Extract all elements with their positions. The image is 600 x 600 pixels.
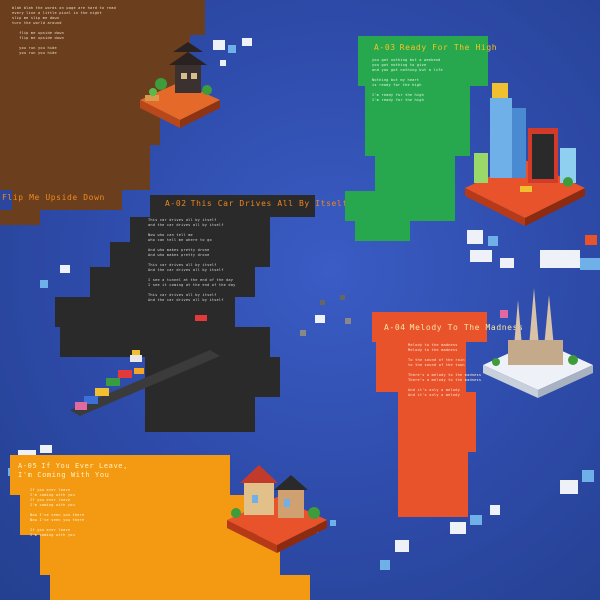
track-title-a01: Flip Me Upside Down — [2, 193, 105, 202]
lyric-line: Now who can tell me — [148, 233, 193, 237]
lyric-line: every line a little pixel in the night — [12, 11, 102, 15]
pixel-decor — [228, 45, 236, 53]
pixel-decor — [220, 60, 226, 66]
pixel-decor — [315, 315, 325, 323]
pixel-decor — [320, 300, 325, 305]
pixel-decor — [60, 265, 70, 273]
pixel-decor — [300, 330, 306, 336]
pixel-decor — [340, 295, 345, 300]
lyric-line: And it's only a melody — [408, 388, 460, 392]
pixel-decor — [467, 230, 483, 244]
lyric-line: And it's only a melody — [408, 393, 460, 397]
pixel-decor — [540, 250, 580, 268]
pixel-decor — [395, 540, 409, 552]
skyscraper-island-icon — [465, 83, 585, 226]
lyric-line: Now I've seen you there — [30, 513, 85, 517]
lyric-line: This car drives all by itself — [148, 263, 217, 267]
lyric-line: flip me upside down — [12, 36, 64, 40]
lyric-line: And who makes pretty drone — [148, 248, 210, 252]
cathedral-island-icon — [483, 288, 593, 398]
pixel-decor — [580, 258, 600, 270]
lyrics-a01: blah blah the words on page are hard to … — [12, 6, 116, 56]
pixel-decor — [345, 318, 351, 324]
pixel-decor — [213, 40, 225, 50]
lyric-line: There's a melody to the madness — [408, 373, 482, 377]
pixel-decor — [40, 445, 52, 453]
lyric-line: This car drives all by itself — [148, 293, 217, 297]
lyric-line: who can tell me where to go — [148, 238, 212, 242]
lyric-line: I'm coming with you — [30, 503, 75, 507]
pixel-decor — [560, 480, 578, 494]
village-island-icon — [227, 465, 327, 553]
pixel-decor — [40, 280, 48, 288]
lyric-line: This car drives all by itself — [148, 218, 217, 222]
lyric-line: There's a melody to the madness — [408, 378, 482, 382]
pixel-decor — [330, 520, 336, 526]
lyric-line: blah blah the words on page are hard to … — [12, 6, 116, 10]
lyric-line: Nothing but my heart — [372, 78, 420, 82]
pixel-decor — [242, 38, 252, 46]
lyric-line: and the car drives all by itself — [148, 223, 224, 227]
lyric-line: If you ever leave — [30, 488, 71, 492]
lyric-line: Melody to the madness — [408, 343, 458, 347]
lyric-line: To the sound of the rain — [408, 358, 465, 362]
pixel-decor — [500, 258, 514, 268]
lyric-line: I'm ready for the high — [372, 93, 424, 97]
lyric-line: And the car drives all by itself — [148, 298, 224, 302]
lyric-line: If you ever leave — [30, 528, 71, 532]
lyric-line: I'm coming with you — [30, 493, 75, 497]
lyric-line: you got nothing to give — [372, 63, 427, 67]
pixel-decor — [488, 236, 498, 246]
lyric-line: flip me upside down — [12, 31, 64, 35]
pixel-decor — [470, 515, 482, 525]
lyric-line: you got nothing but a weekend — [372, 58, 441, 62]
lyric-line: Melody to the madness — [408, 348, 458, 352]
pixel-decor — [582, 470, 594, 482]
pagoda-island-icon — [140, 42, 220, 128]
cars-on-road-icon — [70, 315, 220, 416]
pixel-decor — [380, 560, 390, 570]
lyric-line: And who makes pretty drone — [148, 253, 210, 257]
lyric-line: I see a tunnel at the end of the day — [148, 278, 234, 282]
lyric-line: slip me slip me down — [12, 16, 60, 20]
lyric-line: is ready for the high — [372, 83, 422, 87]
lyric-line: turn the world around — [12, 21, 62, 25]
pixel-decor — [490, 505, 500, 515]
pixel-decor — [585, 235, 597, 245]
lyric-line: I'm coming with you — [30, 533, 75, 537]
lyric-line: to the sound of the town — [408, 363, 465, 367]
pixel-decor — [450, 522, 466, 534]
lyric-line: you run you hide — [12, 51, 57, 55]
lyric-line: and you got nothing but a life — [372, 68, 443, 72]
pixel-decor — [470, 250, 492, 262]
lyric-line: you run you hide — [12, 46, 57, 50]
lyric-line: I'm ready for the high — [372, 98, 424, 102]
lyric-line: And the car drives all by itself — [148, 268, 224, 272]
lyric-line: I see it coming at the end of the day — [148, 283, 236, 287]
lyric-line: Now I've seen you there — [30, 518, 85, 522]
lyric-line: If you ever leave — [30, 498, 71, 502]
